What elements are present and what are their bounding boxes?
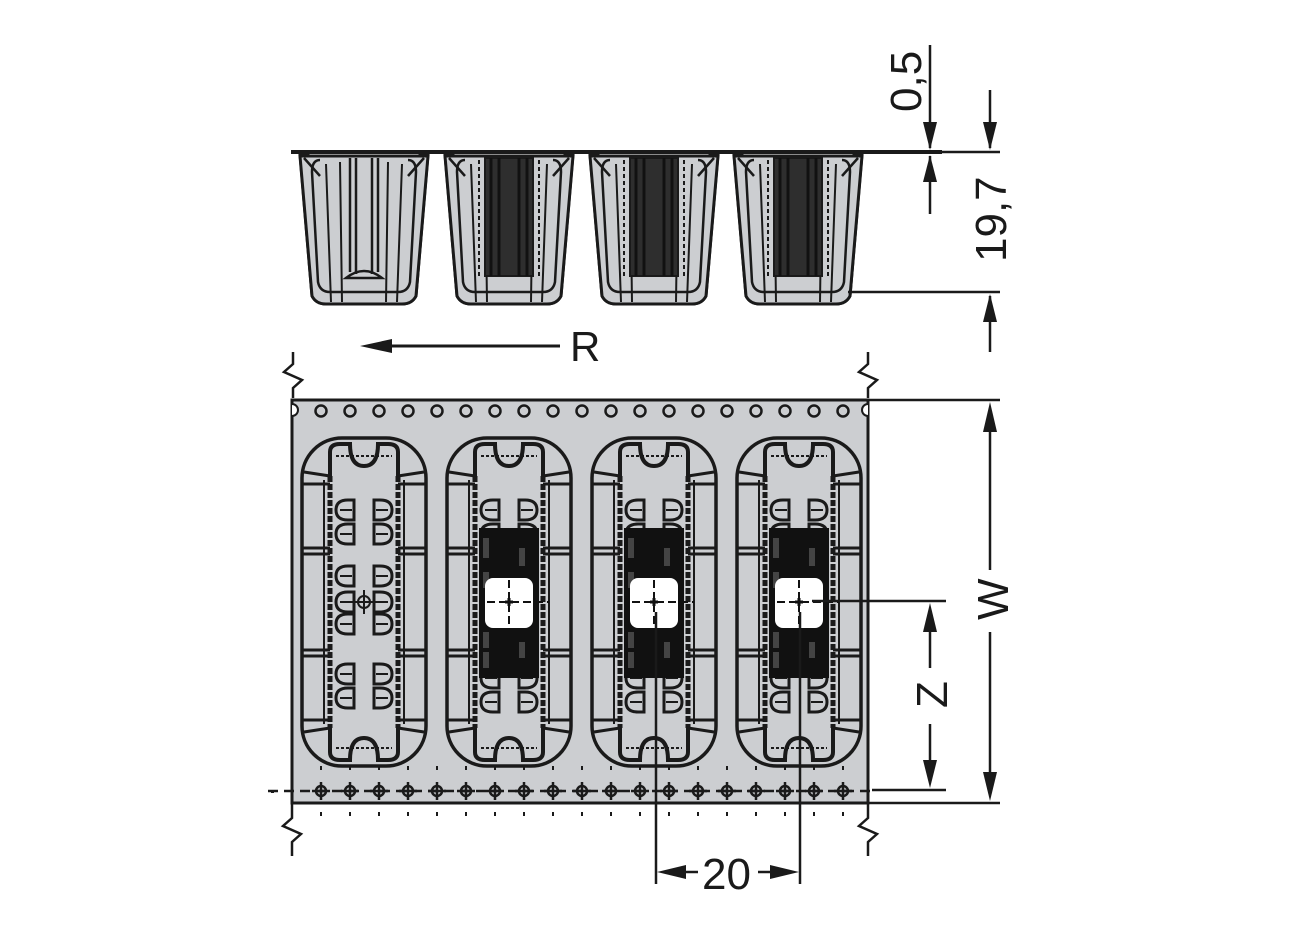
top-pocket-2-component [447,438,571,766]
dim-label-pocket-depth: 19,7 [967,176,1016,262]
dim-label-center-offset: Z [908,681,957,708]
dimension-width: W [969,402,1018,801]
side-pocket-2 [443,152,575,306]
reel-direction-arrow: R [360,323,600,370]
dim-label-width: W [969,578,1018,620]
reel-direction-label: R [570,323,600,370]
dot-row-upper [320,766,844,770]
side-pocket-1 [298,152,430,306]
break-line-bottom-left [280,804,304,856]
break-line-top-left [281,352,305,398]
side-pocket-3 [588,152,720,306]
dim-label-pitch: 20 [702,850,751,899]
side-pocket-4 [732,152,864,306]
top-pocket-3-component [592,438,716,766]
dim-label-cover-thickness: 0,5 [882,51,931,112]
sprocket-holes [314,404,850,418]
top-pocket-1-empty [302,438,426,766]
dimension-pocket-depth: 19,7 [967,90,1016,352]
side-view [291,150,1000,306]
dot-row-lower [271,790,844,816]
dimension-cover-thickness: 0,5 [882,45,937,214]
break-line-top-right [856,352,880,398]
break-line-bottom-right [856,804,880,856]
top-view [268,352,1000,856]
dimension-center-offset: Z [812,599,957,792]
dimension-pitch: 20 [654,612,802,899]
